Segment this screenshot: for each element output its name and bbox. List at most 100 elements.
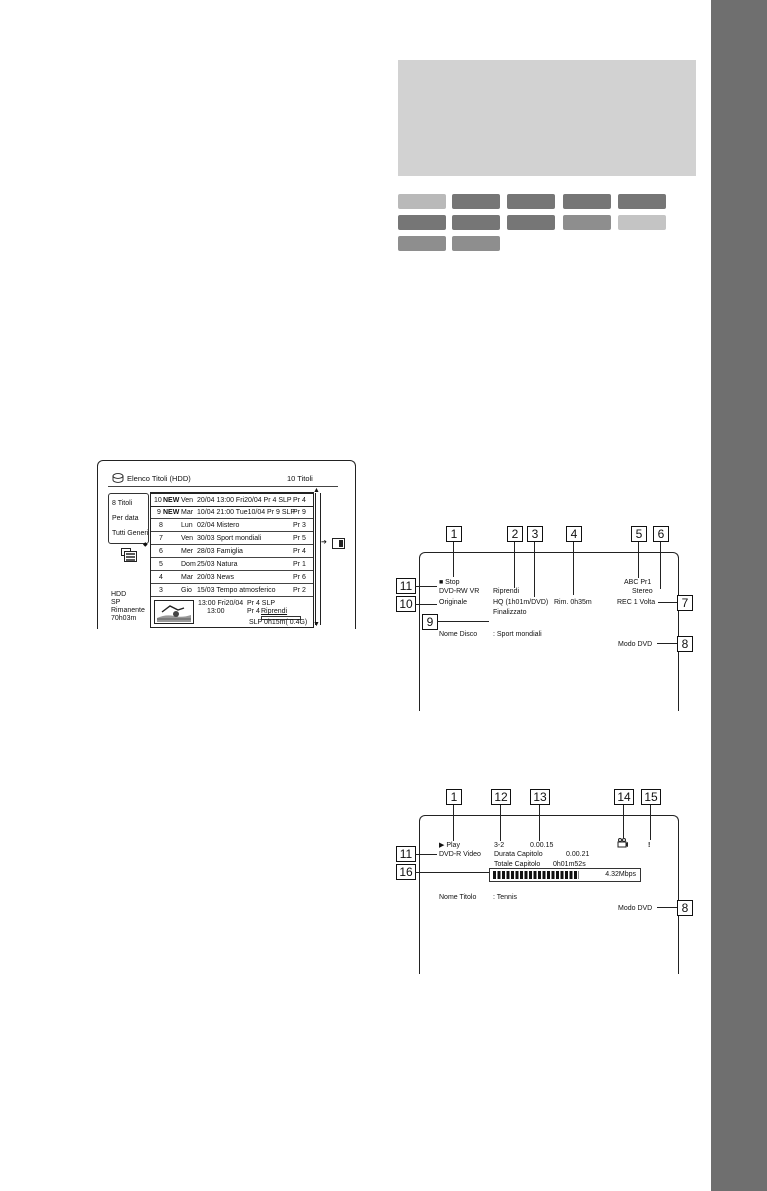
title-name-label: Nome Titolo bbox=[439, 894, 477, 901]
callout-8: 8 bbox=[677, 900, 693, 916]
info-remaining-value: 70h03m bbox=[111, 615, 137, 622]
angle-icon bbox=[617, 838, 628, 848]
sort-menu: 8 Titoli Per data Tutti Generi bbox=[108, 493, 149, 544]
callout-4: 4 bbox=[566, 526, 582, 542]
row-number: 5 bbox=[159, 561, 163, 568]
recording-quality: HQ (1h01m/DVD) bbox=[493, 599, 549, 606]
menu-item-sort[interactable]: Per data bbox=[112, 515, 139, 522]
chapter-duration-value: 0.00.21 bbox=[566, 851, 590, 858]
thumbnail-image bbox=[154, 600, 194, 624]
leader-line bbox=[415, 604, 437, 605]
info-screen-stop bbox=[419, 552, 679, 711]
row-number: 9 bbox=[157, 509, 161, 516]
callout-7: 7 bbox=[677, 595, 693, 611]
leader-line bbox=[514, 542, 515, 588]
row-day: Ven bbox=[181, 497, 194, 504]
leader-line bbox=[534, 542, 535, 597]
leader-line bbox=[453, 542, 454, 577]
row-program: Pr 4 bbox=[293, 497, 306, 504]
list-item[interactable]: 7 Ven 30/03 Sport mondiali Pr 5 bbox=[151, 532, 313, 545]
channel: ABC Pr1 bbox=[624, 579, 652, 586]
info-screen-play bbox=[419, 815, 679, 974]
scrollbar[interactable] bbox=[315, 493, 321, 625]
callout-10: 10 bbox=[396, 596, 416, 612]
disc-chip bbox=[452, 236, 500, 251]
callout-15: 15 bbox=[641, 789, 661, 805]
header-divider bbox=[108, 486, 338, 487]
title-count: 10 Titoli bbox=[287, 474, 313, 483]
row-number: 7 bbox=[159, 535, 163, 542]
disc-chip bbox=[398, 215, 446, 230]
section-tab bbox=[711, 0, 767, 1191]
detail-progress bbox=[261, 616, 301, 620]
recording-type: Originale bbox=[439, 599, 468, 606]
remaining-time: Rim. 0h35m bbox=[554, 599, 592, 606]
row-title: 28/03 Famiglia bbox=[197, 548, 243, 555]
status-play: ▶ Play bbox=[439, 842, 460, 849]
scroll-down-icon[interactable]: ▼ bbox=[313, 621, 320, 628]
disc-chip bbox=[563, 194, 611, 209]
row-program: Pr 9 bbox=[293, 509, 306, 516]
disc-chip bbox=[452, 194, 500, 209]
row-program: Pr 2 bbox=[293, 587, 306, 594]
title-list-screen bbox=[97, 460, 356, 629]
list-item[interactable]: 6 Mer 28/03 Famiglia Pr 4 bbox=[151, 545, 313, 558]
list-item[interactable]: 9 NEW Mar 10/04 21:00 Tue10/04 Pr 9 SLP … bbox=[151, 506, 313, 519]
info-mode: SP bbox=[111, 599, 121, 606]
playback-time: 0.00.15 bbox=[530, 842, 554, 849]
leader-line bbox=[658, 602, 677, 603]
leader-line bbox=[573, 542, 574, 595]
resume-icon: ! bbox=[648, 842, 651, 849]
disc-chip bbox=[507, 215, 555, 230]
row-title: 25/03 Natura bbox=[197, 561, 238, 568]
callout-16: 16 bbox=[396, 864, 416, 880]
menu-item-genre[interactable]: Tutti Generi bbox=[112, 530, 149, 537]
list-item[interactable]: 4 Mar 20/03 News Pr 6 bbox=[151, 571, 313, 584]
bitrate-value: 4.32Mbps bbox=[605, 871, 636, 878]
bitrate-meter: 4.32Mbps bbox=[489, 868, 641, 882]
disc-chip bbox=[452, 215, 500, 230]
leader-line bbox=[623, 805, 624, 838]
callout-1: 1 bbox=[446, 789, 462, 805]
list-item[interactable]: 5 Dom 25/03 Natura Pr 1 bbox=[151, 558, 313, 571]
disc-type: DVD-RW VR bbox=[439, 588, 480, 595]
detail-time-2: 13:00 bbox=[207, 608, 225, 615]
row-day: Mar bbox=[181, 509, 194, 516]
row-number: 10 bbox=[154, 497, 162, 504]
callout-8: 8 bbox=[677, 636, 693, 652]
row-day: Mar bbox=[181, 574, 194, 581]
chapter-total-value: 0h01m52s bbox=[553, 861, 586, 868]
list-item[interactable]: 10 NEW Ven 20/04 13:00 Fri20/04 Pr 4 SLP… bbox=[150, 493, 314, 507]
disc-format-chips bbox=[396, 194, 696, 254]
row-program: Pr 6 bbox=[293, 574, 306, 581]
title-name-value: : Tennis bbox=[493, 894, 517, 901]
leader-line bbox=[415, 854, 437, 855]
leader-line bbox=[500, 805, 501, 841]
callout-13: 13 bbox=[530, 789, 550, 805]
menu-item-count[interactable]: 8 Titoli bbox=[112, 500, 133, 507]
row-title: 10/04 21:00 Tue10/04 Pr 9 SLP bbox=[197, 509, 296, 516]
detail-size: SLP 0h15m( 0.4G) bbox=[249, 619, 308, 626]
leader-line bbox=[453, 805, 454, 841]
single-view-icon bbox=[332, 538, 345, 549]
disc-chip bbox=[618, 215, 666, 230]
leader-line bbox=[657, 643, 677, 644]
list-item[interactable]: 8 Lun 02/04 Mistero Pr 3 bbox=[151, 519, 313, 532]
detail-program-2: Pr 4 bbox=[247, 608, 260, 615]
leader-line bbox=[415, 872, 489, 873]
list-item[interactable]: 3 Gio 15/03 Tempo atmosferico Pr 2 bbox=[151, 584, 313, 597]
callout-3: 3 bbox=[527, 526, 543, 542]
dvd-mode: Modo DVD bbox=[618, 905, 653, 912]
title-detail: 13:00 Fri20/04 Pr 4 SLP 13:00 Pr 4 Ripre… bbox=[151, 597, 313, 627]
scroll-up-icon[interactable]: ▲ bbox=[313, 487, 320, 494]
callout-6: 6 bbox=[653, 526, 669, 542]
row-title: 02/04 Mistero bbox=[197, 522, 240, 529]
leader-line bbox=[638, 542, 639, 578]
callout-1: 1 bbox=[446, 526, 462, 542]
leader-line bbox=[657, 907, 677, 908]
callout-12: 12 bbox=[491, 789, 511, 805]
callout-14: 14 bbox=[614, 789, 634, 805]
row-number: 8 bbox=[159, 522, 163, 529]
info-media: HDD bbox=[111, 591, 127, 598]
row-day: Lun bbox=[181, 522, 193, 529]
